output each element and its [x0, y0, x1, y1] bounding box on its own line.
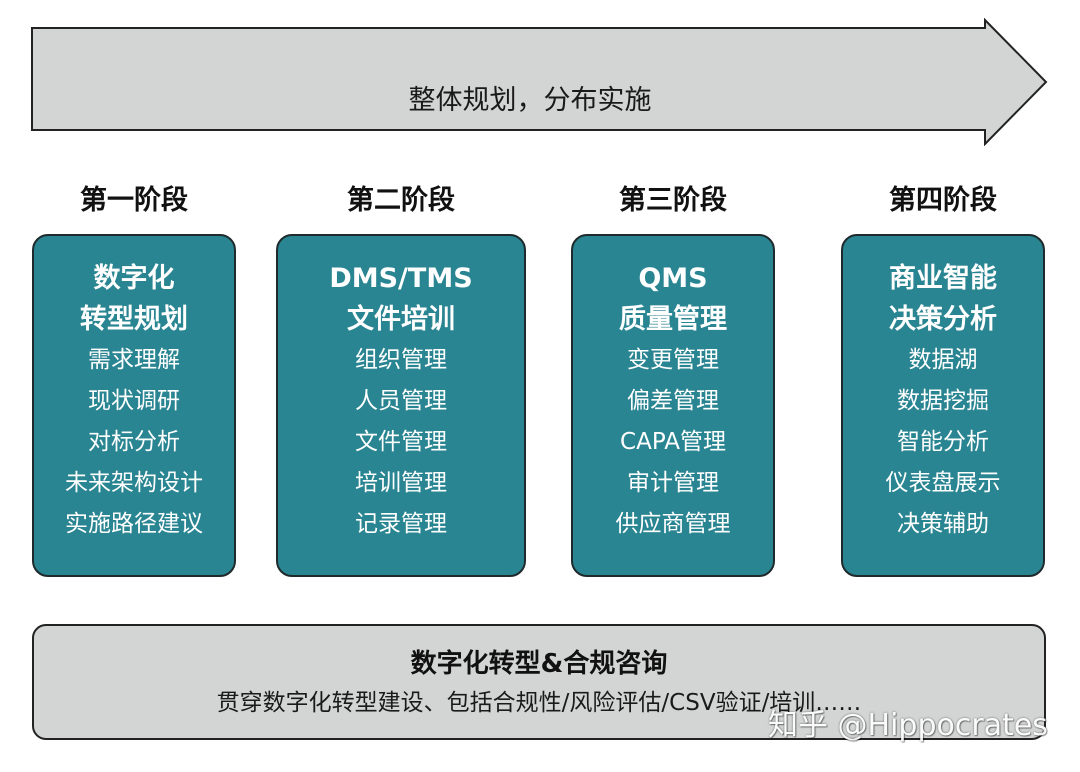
stage-4-title: 第四阶段	[889, 185, 997, 216]
consulting-bar: 数字化转型&合规咨询 贯穿数字化转型建设、包括合规性/风险评估/CSV验证/培训…	[32, 624, 1046, 740]
list-item: 组织管理	[355, 347, 447, 373]
list-item: 现状调研	[88, 388, 180, 414]
list-item: 偏差管理	[627, 388, 719, 414]
stage-3-card: QMS 质量管理 变更管理 偏差管理 CAPA管理 审计管理 供应商管理	[571, 234, 775, 577]
heading-line: 商业智能	[889, 263, 997, 294]
list-item: 供应商管理	[615, 511, 731, 537]
list-item: 未来架构设计	[65, 470, 203, 496]
heading-line: 数字化	[93, 263, 175, 294]
stage-4-card: 商业智能 决策分析 数据湖 数据挖掘 智能分析 仪表盘展示 决策辅助	[841, 234, 1045, 577]
heading-line: 质量管理	[619, 304, 727, 335]
overall-plan-arrow: 整体规划，分布实施	[30, 18, 1050, 146]
list-item: CAPA管理	[620, 429, 726, 455]
list-item: 仪表盘展示	[885, 470, 1001, 496]
list-item: 对标分析	[88, 429, 180, 455]
arrow-shape-icon	[31, 18, 1048, 146]
list-item: 智能分析	[897, 429, 989, 455]
heading-line: 转型规划	[80, 304, 188, 335]
arrow-label: 整体规划，分布实施	[408, 85, 652, 116]
list-item: 数据挖掘	[897, 388, 989, 414]
list-item: 决策辅助	[897, 511, 989, 537]
stage-2-heading: DMS/TMS 文件培训	[278, 258, 524, 340]
heading-line: 决策分析	[889, 304, 997, 335]
list-item: 审计管理	[627, 470, 719, 496]
heading-line: QMS	[638, 263, 708, 294]
list-item: 培训管理	[355, 470, 447, 496]
stage-2-card: DMS/TMS 文件培训 组织管理 人员管理 文件管理 培训管理 记录管理	[276, 234, 526, 577]
consulting-subtitle: 贯穿数字化转型建设、包括合规性/风险评估/CSV验证/培训……	[216, 690, 862, 716]
consulting-title: 数字化转型&合规咨询	[410, 649, 668, 679]
list-item: 人员管理	[355, 388, 447, 414]
stage-1-title: 第一阶段	[80, 185, 188, 216]
stage-1-heading: 数字化 转型规划	[34, 258, 234, 340]
list-item: 实施路径建议	[65, 511, 203, 537]
heading-line: DMS/TMS	[329, 263, 473, 294]
list-item: 变更管理	[627, 347, 719, 373]
stage-2-title: 第二阶段	[347, 185, 455, 216]
list-item: 记录管理	[355, 511, 447, 537]
stage-4-heading: 商业智能 决策分析	[843, 258, 1043, 340]
list-item: 需求理解	[88, 347, 180, 373]
heading-line: 文件培训	[347, 304, 455, 335]
list-item: 文件管理	[355, 429, 447, 455]
stage-3-heading: QMS 质量管理	[573, 258, 773, 340]
watermark: 知乎 @Hippocrates	[768, 708, 1048, 743]
stage-1-card: 数字化 转型规划 需求理解 现状调研 对标分析 未来架构设计 实施路径建议	[32, 234, 236, 577]
stage-3-title: 第三阶段	[619, 185, 727, 216]
list-item: 数据湖	[908, 347, 978, 373]
